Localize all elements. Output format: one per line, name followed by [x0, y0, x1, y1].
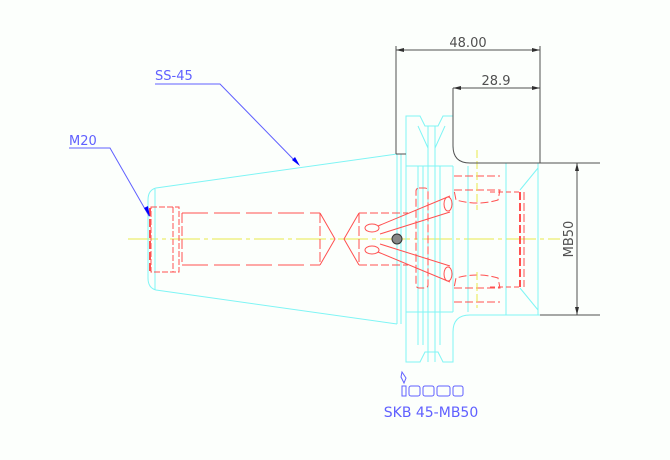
origin-marker — [391, 233, 403, 245]
callout-shank-label: SS-45 — [155, 69, 193, 84]
dimension-bore: MB50 — [562, 221, 577, 258]
dimension-lines — [395, 46, 600, 316]
dimension-body-length: 28.9 — [482, 74, 511, 89]
iscar-logo — [400, 370, 464, 397]
callout-shank: SS-45 — [155, 69, 300, 166]
callout-thread: M20 — [69, 134, 150, 217]
dimension-arrows — [396, 48, 579, 315]
shank-outline — [147, 115, 540, 363]
dimension-overall-length: 48.00 — [449, 36, 486, 51]
part-number: SKB 45-MB50 — [384, 405, 479, 421]
hidden-features — [149, 175, 525, 303]
callout-thread-label: M20 — [69, 134, 97, 149]
